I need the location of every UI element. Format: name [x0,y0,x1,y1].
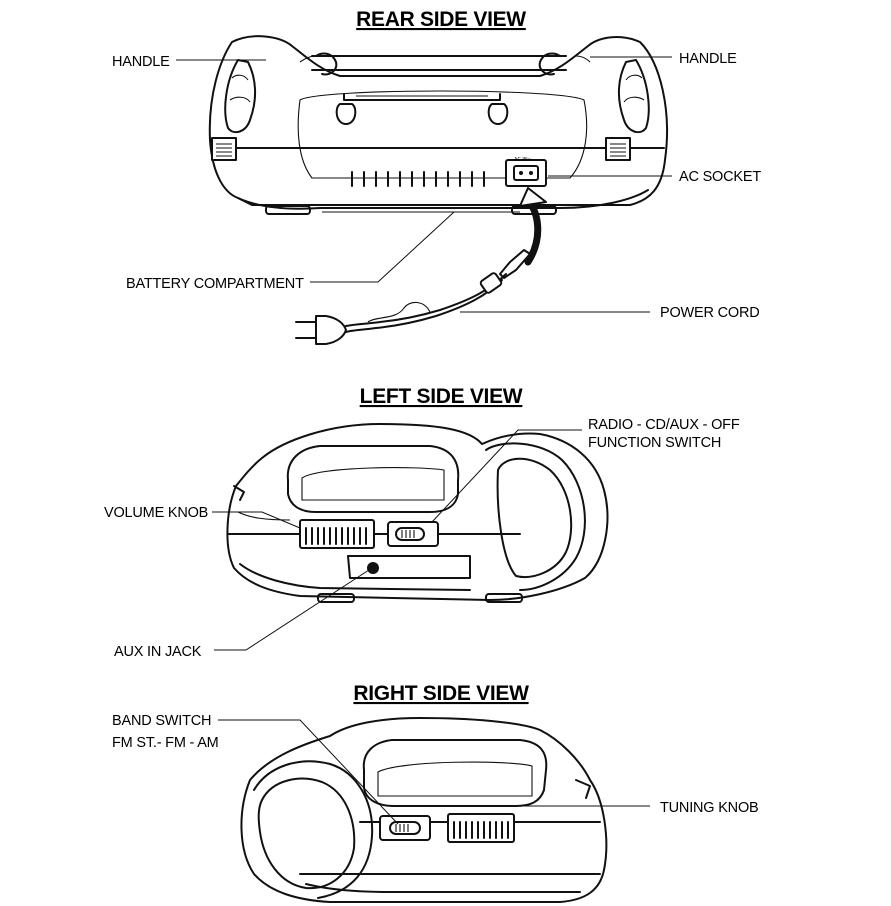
label-volume-knob: VOLUME KNOB [104,505,208,521]
right-device-illustration [240,717,608,903]
label-handle-right: HANDLE [679,51,737,67]
label-tuning-knob: TUNING KNOB [660,800,759,816]
left-device-illustration [226,423,609,603]
ac-socket: AC IN~ [505,157,547,187]
function-switch [387,521,439,547]
ac-in-marking: AC IN~ [514,157,532,163]
volume-knob [299,519,375,549]
label-function-switch-line1: RADIO - CD/AUX - OFF [588,417,740,433]
band-switch [379,815,431,841]
label-handle-left: HANDLE [112,54,170,70]
tuning-knob [447,813,515,843]
left-side-view: LEFT SIDE VIEW [104,385,740,660]
label-band-switch-line2: FM ST.- FM - AM [112,735,219,751]
rear-device-illustration: AC IN~ [208,35,668,345]
label-function-switch-line2: FUNCTION SWITCH [588,435,721,451]
label-band-switch-line1: BAND SWITCH [112,713,211,729]
left-view-title: LEFT SIDE VIEW [360,385,523,408]
label-power-cord: POWER CORD [660,305,760,321]
aux-in-jack [347,555,471,579]
rear-vent-slots [351,171,485,187]
label-aux-in-jack: AUX IN JACK [114,644,202,660]
right-side-view: RIGHT SIDE VIEW [112,682,759,903]
right-view-title: RIGHT SIDE VIEW [353,682,529,705]
rear-side-view: REAR SIDE VIEW [112,8,762,345]
label-ac-socket: AC SOCKET [679,169,761,185]
label-battery-compartment: BATTERY COMPARTMENT [126,276,304,292]
rear-view-title: REAR SIDE VIEW [356,8,526,31]
power-cord [295,187,547,345]
